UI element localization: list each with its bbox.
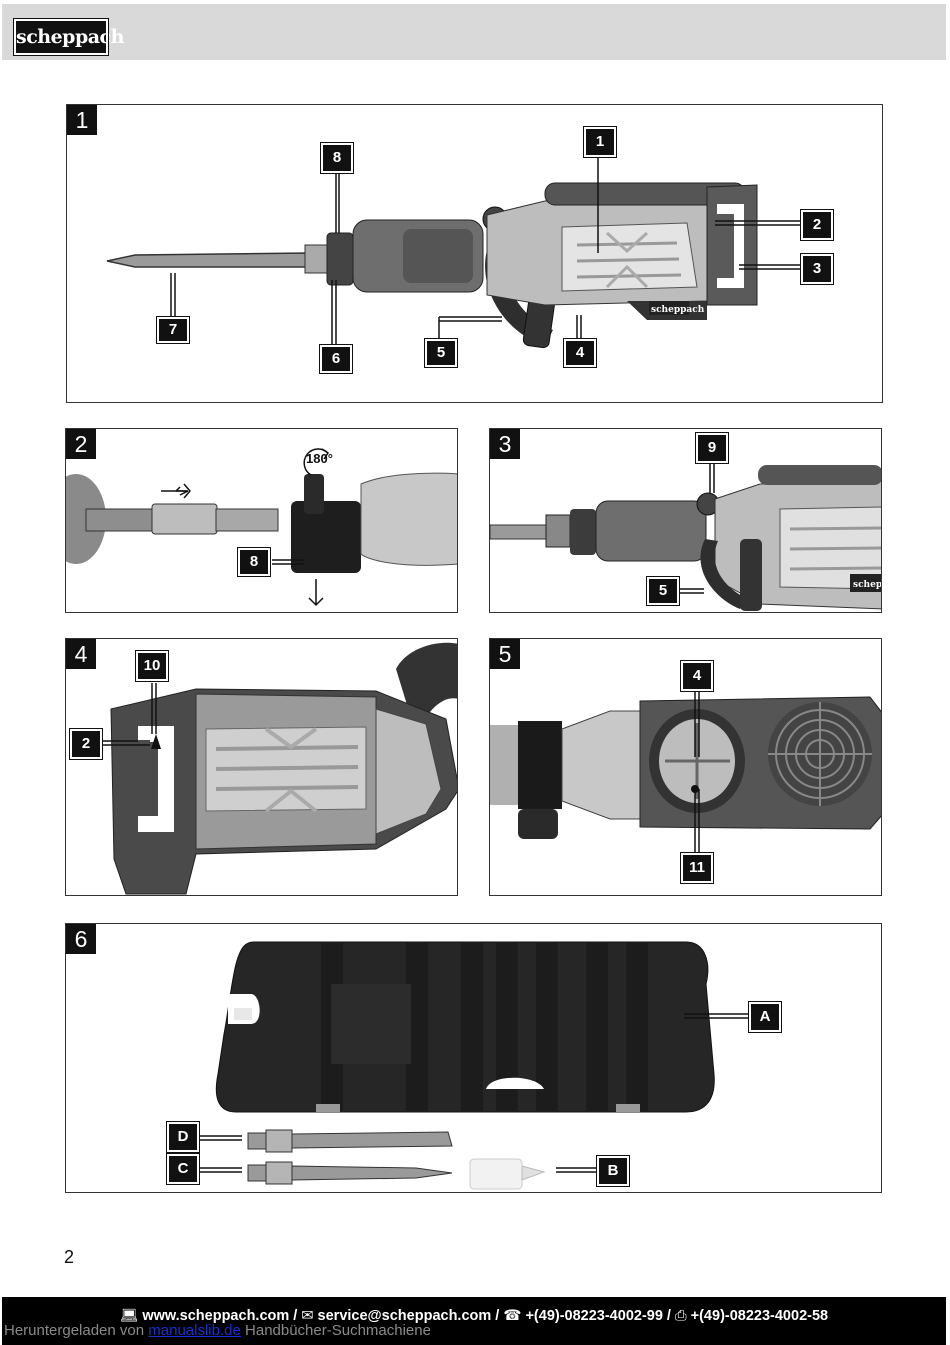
callout-6: 6 (319, 344, 353, 374)
callout-2: 2 (800, 209, 834, 241)
accessories-illustration (199, 941, 748, 1190)
on-off-switch-illustration (102, 642, 457, 895)
footer-contact: 💻︎ www.scheppach.com / ✉ service@scheppa… (2, 1307, 946, 1324)
footer-phone: +(49)-08223-4002-99 / (525, 1308, 671, 1324)
figure-3: 3 scheppa 9 5 (489, 428, 882, 613)
callout-9: 9 (695, 432, 729, 464)
callout-B: B (596, 1155, 630, 1187)
figure-2: 2 180° 8 (65, 428, 458, 613)
figure-number: 6 (66, 924, 96, 954)
callout-1: 1 (583, 126, 617, 158)
figure-6: 6 A (65, 923, 882, 1193)
oil-cap-illustration (490, 691, 881, 853)
page-number: 2 (64, 1247, 75, 1267)
footer-bar: 💻︎ www.scheppach.com / ✉ service@scheppa… (2, 1297, 946, 1345)
footer-website[interactable]: www.scheppach.com / (142, 1308, 298, 1324)
fax-icon: ⎙ (675, 1308, 687, 1324)
download-note-prefix: Heruntergeladen von (4, 1322, 145, 1339)
figure-1: 1 scheppach (66, 104, 883, 403)
callout-4: 4 (563, 338, 597, 368)
callout-3: 3 (800, 253, 834, 285)
chisel-insertion-illustration: 180° (66, 448, 457, 607)
figure-number: 5 (490, 639, 520, 669)
side-handle-illustration: scheppa (490, 462, 882, 611)
callout-8: 8 (237, 547, 271, 577)
callout-2: 2 (69, 728, 103, 760)
figure-number: 3 (490, 429, 520, 459)
callout-5: 5 (646, 576, 680, 606)
callout-C: C (166, 1153, 200, 1185)
callout-11: 11 (680, 852, 714, 884)
figure-4: 4 10 2 (65, 638, 458, 896)
figure-number: 1 (67, 105, 97, 135)
mail-icon: ✉ (301, 1308, 314, 1324)
manualslib-link[interactable]: manualslib.de (148, 1322, 241, 1339)
callout-A: A (748, 1001, 782, 1033)
callout-7: 7 (156, 316, 190, 344)
callout-4: 4 (680, 660, 714, 692)
logo-text: scheppach (16, 26, 124, 48)
figure-number: 2 (66, 429, 96, 459)
callout-8: 8 (320, 142, 354, 174)
callout-D: D (166, 1121, 200, 1153)
download-note-suffix: Handbücher-Suchmachiene (245, 1322, 431, 1339)
download-note: Heruntergeladen von manualslib.de Handbü… (4, 1322, 431, 1339)
brand-logo: scheppach (13, 18, 124, 56)
figure-5: 5 4 11 (489, 638, 882, 896)
phone-icon: ☎ (503, 1308, 522, 1324)
footer-fax: +(49)-08223-4002-58 (690, 1308, 829, 1324)
tool-brand-label: scheppa (853, 580, 882, 590)
tool-brand-label: scheppach (651, 305, 705, 315)
header-bar: scheppach (2, 4, 946, 60)
callout-5: 5 (424, 338, 458, 368)
demolition-hammer-illustration: scheppach (106, 157, 800, 349)
rotation-label: 180° (306, 451, 333, 466)
figure-number: 4 (66, 639, 96, 669)
callout-10: 10 (135, 650, 169, 682)
computer-icon: 💻︎ (119, 1308, 139, 1324)
footer-email[interactable]: service@scheppach.com / (317, 1308, 500, 1324)
